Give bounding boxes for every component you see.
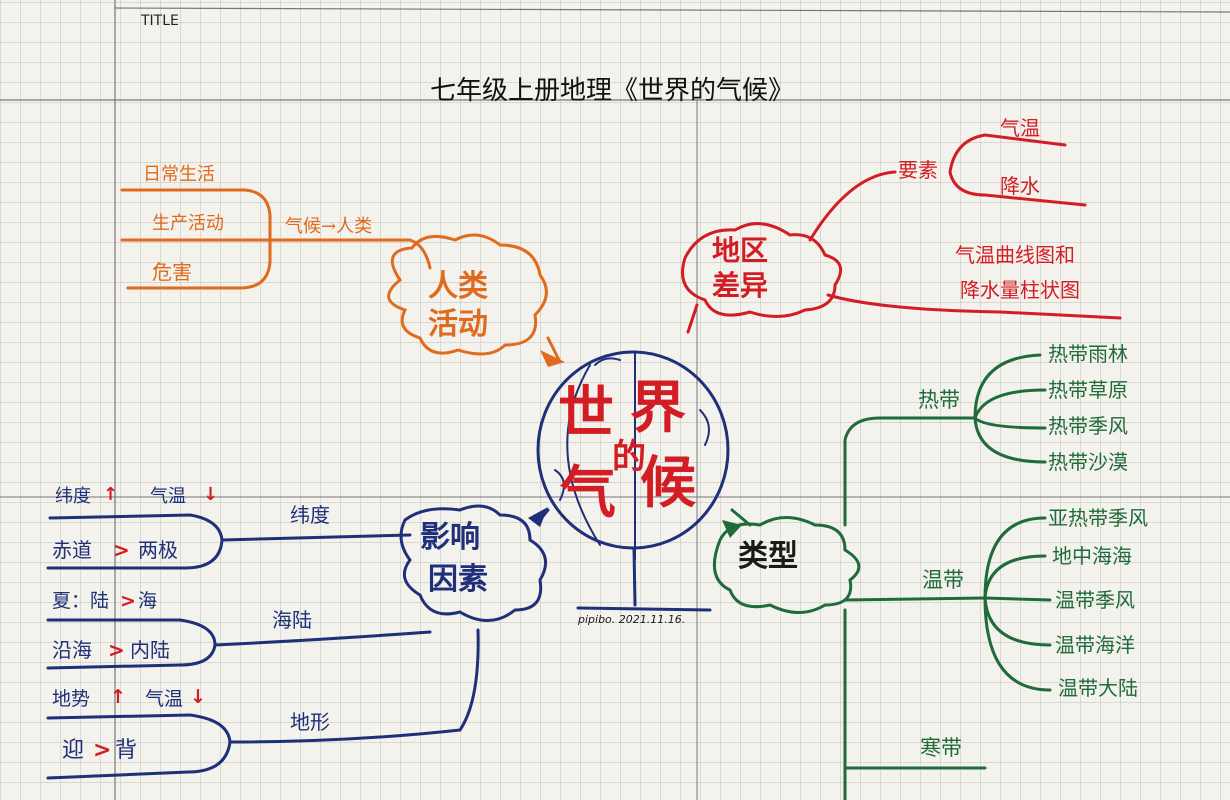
center-char: 世: [558, 380, 614, 446]
type-group-label: 寒带: [920, 736, 962, 760]
influence-branch-label: 地形: [290, 710, 330, 734]
region-factor-item: 气温: [1000, 116, 1040, 140]
human-node: 活动: [428, 307, 488, 342]
influence-node: 影响: [420, 520, 480, 555]
type-item: 热带沙漠: [1048, 450, 1128, 474]
influence-b: 赤道: [52, 538, 92, 562]
human-item: 生产活动: [152, 213, 224, 234]
human-node: 人类: [428, 269, 488, 304]
types-branch: [712, 353, 1052, 800]
influence-branch-label: 海陆: [272, 608, 312, 632]
greater-than-icon: >: [108, 638, 125, 662]
influence-a: 纬度: [55, 486, 91, 507]
type-item: 地中海海: [1052, 544, 1132, 568]
up-arrow-icon: ↑: [103, 484, 119, 505]
center-char: 候: [640, 450, 696, 516]
down-arrow-icon: ↓: [203, 484, 219, 505]
greater-than-icon: >: [113, 538, 130, 562]
type-item: 温带大陆: [1058, 676, 1138, 700]
globe-icon: [536, 350, 730, 612]
influence-branch-label: 纬度: [290, 503, 330, 527]
influence-b: 沿海: [52, 638, 92, 662]
type-item: 温带季风: [1055, 588, 1135, 612]
influence-a: 气温: [150, 486, 186, 507]
down-arrow-icon: ↓: [190, 686, 206, 708]
region-chart-text: 气温曲线图和: [955, 243, 1075, 267]
type-group-label: 温带: [922, 568, 964, 592]
center-char: 界: [630, 375, 686, 441]
influence-b: 背: [115, 738, 138, 763]
human-activity-branch: [120, 188, 562, 364]
center-char: 的: [612, 437, 646, 477]
region-branch: [681, 133, 1122, 334]
influence-b: 两极: [138, 538, 178, 562]
influence-a: 地势: [52, 688, 91, 710]
greater-than-icon: >: [93, 738, 112, 763]
region-factor-item: 降水: [1000, 174, 1040, 198]
influence-a: 海: [138, 590, 158, 612]
types-node: 类型: [738, 539, 798, 574]
influence-a: 夏：陆: [52, 590, 110, 612]
arrowhead-icon: [722, 520, 742, 538]
type-group-label: 热带: [918, 388, 960, 412]
signature: pipibo. 2021.11.16.: [578, 613, 686, 626]
center-char: 气: [560, 460, 616, 526]
title-label: TITLE: [141, 13, 179, 29]
type-item: 温带海洋: [1055, 633, 1135, 657]
up-arrow-icon: ↑: [110, 686, 126, 708]
page-title: 七年级上册地理《世界的气候》: [430, 76, 795, 106]
type-item: 热带季风: [1048, 414, 1128, 438]
human-item: 日常生活: [143, 164, 215, 185]
influence-branch: [46, 504, 550, 780]
influence-b: 迎: [62, 738, 85, 763]
influence-node: 因素: [428, 562, 488, 597]
region-chart-text: 降水量柱状图: [960, 278, 1080, 302]
influence-a: 气温: [145, 688, 184, 710]
arrowhead-icon: [540, 350, 565, 367]
greater-than-icon: >: [120, 590, 136, 612]
region-factor: 要素: [898, 158, 938, 182]
region-node: 地区: [712, 234, 769, 267]
type-item: 亚热带季风: [1048, 506, 1148, 530]
arrowhead-icon: [528, 507, 548, 527]
type-item: 热带雨林: [1048, 342, 1128, 366]
human-item: 危害: [152, 260, 192, 284]
region-node: 差异: [712, 269, 769, 302]
type-item: 热带草原: [1048, 378, 1128, 402]
human-relation: 气候→人类: [285, 216, 373, 237]
influence-b: 内陆: [130, 638, 170, 662]
